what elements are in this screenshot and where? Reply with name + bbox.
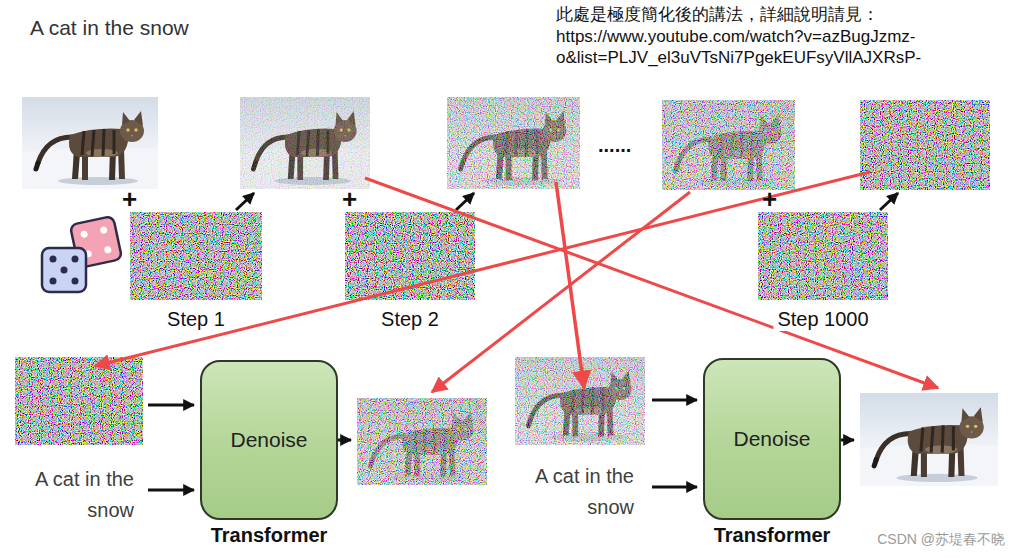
model-name: Transformer — [714, 524, 831, 547]
correspondence-arrow — [365, 178, 938, 388]
input-arrow — [652, 399, 697, 402]
add-arrow — [456, 193, 474, 210]
input-arrow — [148, 489, 194, 492]
ellipsis: ...... — [598, 134, 631, 157]
noisy-cat-photo — [357, 398, 487, 485]
model-name: Transformer — [211, 524, 328, 547]
die-pip — [72, 278, 79, 285]
noise — [662, 100, 795, 190]
die — [70, 216, 122, 268]
die-pip — [61, 267, 68, 274]
die-pip — [50, 278, 57, 285]
input-arrow — [652, 486, 697, 489]
noise — [240, 97, 370, 189]
transformer-box: DenoiseTransformer — [200, 360, 338, 520]
plus-sign: + — [762, 184, 777, 215]
add-arrow — [236, 193, 254, 210]
input-arrow — [148, 404, 194, 407]
plus-sign: + — [122, 184, 137, 215]
correspondence-arrow — [95, 172, 870, 366]
note: 此處是極度簡化後的講法，詳細說明請見： https://www.youtube.… — [556, 4, 1006, 69]
die-pip — [104, 246, 112, 254]
add-arrow — [880, 193, 898, 210]
watermark: CSDN @苏堤春不晓 — [815, 531, 1005, 549]
diagram-title: A cat in the snow — [30, 16, 189, 40]
noise — [758, 212, 888, 300]
die-pip — [80, 230, 88, 238]
step-label: Step 1 — [163, 308, 229, 331]
noise — [860, 100, 990, 190]
noise-image — [758, 212, 888, 300]
noisy-cat-photo — [662, 100, 795, 190]
noise-image — [130, 212, 262, 300]
dice-icon — [42, 216, 122, 292]
noise-image — [860, 100, 990, 190]
die-pip — [50, 256, 57, 263]
die — [42, 248, 86, 292]
prompt-text: A cat in the snow — [510, 461, 634, 523]
cat-photo — [860, 393, 998, 486]
correspondence-arrow — [556, 182, 584, 388]
plus-sign: + — [342, 184, 357, 215]
noisy-cat-photo — [240, 97, 370, 189]
noise — [447, 97, 580, 189]
cat-photo — [22, 97, 158, 189]
transformer-box: DenoiseTransformer — [703, 358, 841, 520]
noise — [15, 357, 143, 445]
noise — [130, 212, 262, 300]
die-pip — [100, 226, 108, 234]
step-label: Step 2 — [377, 308, 443, 331]
die-pip — [72, 256, 79, 263]
noise — [357, 398, 487, 485]
step-label: Step 1000 — [773, 308, 872, 331]
prompt-text: A cat in the snow — [12, 464, 134, 526]
process-text: Denoise — [705, 427, 839, 451]
process-text: Denoise — [202, 428, 336, 452]
noisy-cat-photo — [447, 97, 580, 189]
noise-image — [15, 357, 143, 445]
